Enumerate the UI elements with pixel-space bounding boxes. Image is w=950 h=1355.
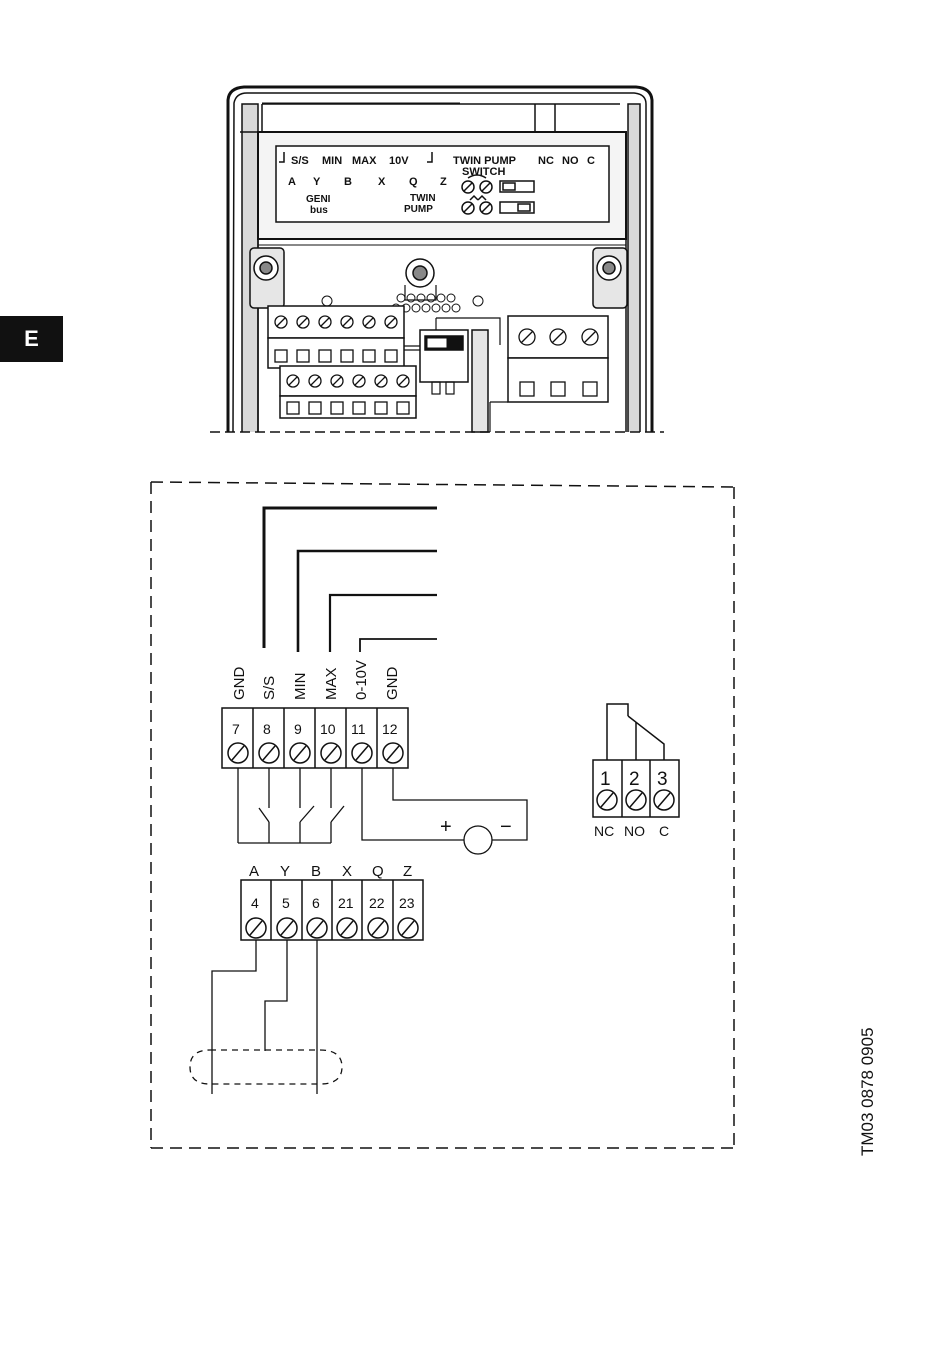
label-min: MIN bbox=[292, 673, 309, 701]
relay-number-1: 1 bbox=[600, 769, 611, 790]
source-minus: − bbox=[500, 816, 512, 838]
terminal-number-9: 9 bbox=[294, 721, 302, 737]
bus-number-4: 4 bbox=[251, 895, 259, 911]
plate-label-x: X bbox=[378, 176, 386, 188]
label-gnd-7: GND bbox=[231, 667, 248, 701]
plate-label-y: Y bbox=[313, 176, 321, 188]
relay-number-2: 2 bbox=[629, 769, 640, 790]
relay-label-c: C bbox=[659, 823, 669, 839]
relay-label-no: NO bbox=[624, 823, 645, 839]
label-0-10v: 0-10V bbox=[353, 660, 370, 700]
plate-label-10v: 10V bbox=[389, 155, 409, 167]
terminal-block-bus bbox=[241, 880, 423, 940]
bus-number-6: 6 bbox=[312, 895, 320, 911]
terminal-number-11: 11 bbox=[351, 721, 366, 737]
bus-number-23: 23 bbox=[399, 895, 415, 911]
plate-label-no: NO bbox=[562, 155, 579, 167]
top-terminal-labels: GND S/S MIN MAX 0-10V GND bbox=[231, 660, 401, 700]
relay-number-3: 3 bbox=[657, 769, 668, 790]
bus-letter-b: B bbox=[311, 863, 321, 880]
terminal-number-7: 7 bbox=[232, 721, 240, 737]
bus-letter-x: X bbox=[342, 863, 352, 880]
plate-label-nc: NC bbox=[538, 155, 554, 167]
label-gnd-12: GND bbox=[384, 667, 401, 701]
bus-number-21: 21 bbox=[338, 895, 354, 911]
terminal-number-12: 12 bbox=[382, 721, 398, 737]
plate-label-max: MAX bbox=[352, 155, 377, 167]
plate-label-twin: TWIN bbox=[410, 193, 436, 204]
plate-label-bus: bus bbox=[310, 205, 328, 216]
control-cables bbox=[264, 508, 437, 652]
source-plus: + bbox=[440, 816, 452, 838]
plate-label-b: B bbox=[344, 176, 352, 188]
analog-source bbox=[362, 768, 527, 854]
module-illustration bbox=[210, 87, 664, 432]
terminal-number-8: 8 bbox=[263, 721, 271, 737]
plate-label-switch: SWITCH bbox=[462, 166, 505, 178]
terminal-block-control bbox=[222, 708, 408, 768]
terminal-number-10: 10 bbox=[320, 721, 336, 737]
bus-cable bbox=[190, 940, 342, 1094]
plate-label-min: MIN bbox=[322, 155, 342, 167]
plate-label-ss: S/S bbox=[291, 155, 309, 167]
plate-label-q: Q bbox=[409, 176, 418, 188]
bus-letter-a: A bbox=[249, 863, 259, 880]
bus-number-5: 5 bbox=[282, 895, 290, 911]
plate-label-c: C bbox=[587, 155, 595, 167]
plate-label-pump: PUMP bbox=[404, 204, 433, 215]
bus-letter-y: Y bbox=[280, 863, 290, 880]
label-ss: S/S bbox=[261, 676, 278, 700]
bus-letter-z: Z bbox=[403, 863, 412, 880]
switch-contacts bbox=[238, 768, 344, 843]
plate-label-z: Z bbox=[440, 176, 447, 188]
relay-label-nc: NC bbox=[594, 823, 614, 839]
plate-label-a: A bbox=[288, 176, 296, 188]
bus-letter-q: Q bbox=[372, 863, 384, 880]
relay-block bbox=[593, 704, 679, 817]
label-max: MAX bbox=[323, 667, 340, 700]
bus-number-22: 22 bbox=[369, 895, 385, 911]
plate-label-geni: GENI bbox=[306, 194, 331, 205]
